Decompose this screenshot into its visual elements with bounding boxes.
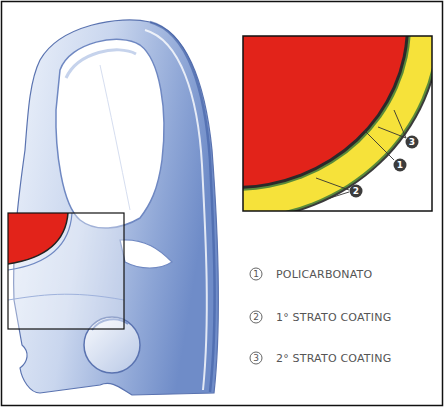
callout-number: 1	[397, 161, 403, 170]
callout-number: 2	[353, 187, 359, 196]
legend-number: 2	[253, 313, 259, 322]
legend-number: 3	[253, 354, 259, 363]
detail-box	[8, 213, 124, 329]
callout-number: 3	[409, 138, 415, 147]
layer-section	[243, 36, 432, 211]
visor-shell	[14, 20, 219, 395]
material-label: POLICARBONATO	[276, 269, 372, 280]
inset-frame	[243, 36, 432, 211]
layer-label: 2° STRATO COATING	[276, 353, 391, 364]
leader-lines	[316, 110, 406, 198]
legend-number: 1	[253, 270, 259, 279]
layer-label: 1° STRATO COATING	[276, 312, 391, 323]
callout-circles	[350, 136, 419, 198]
visor-window	[56, 39, 164, 228]
legend-circles	[250, 268, 262, 364]
